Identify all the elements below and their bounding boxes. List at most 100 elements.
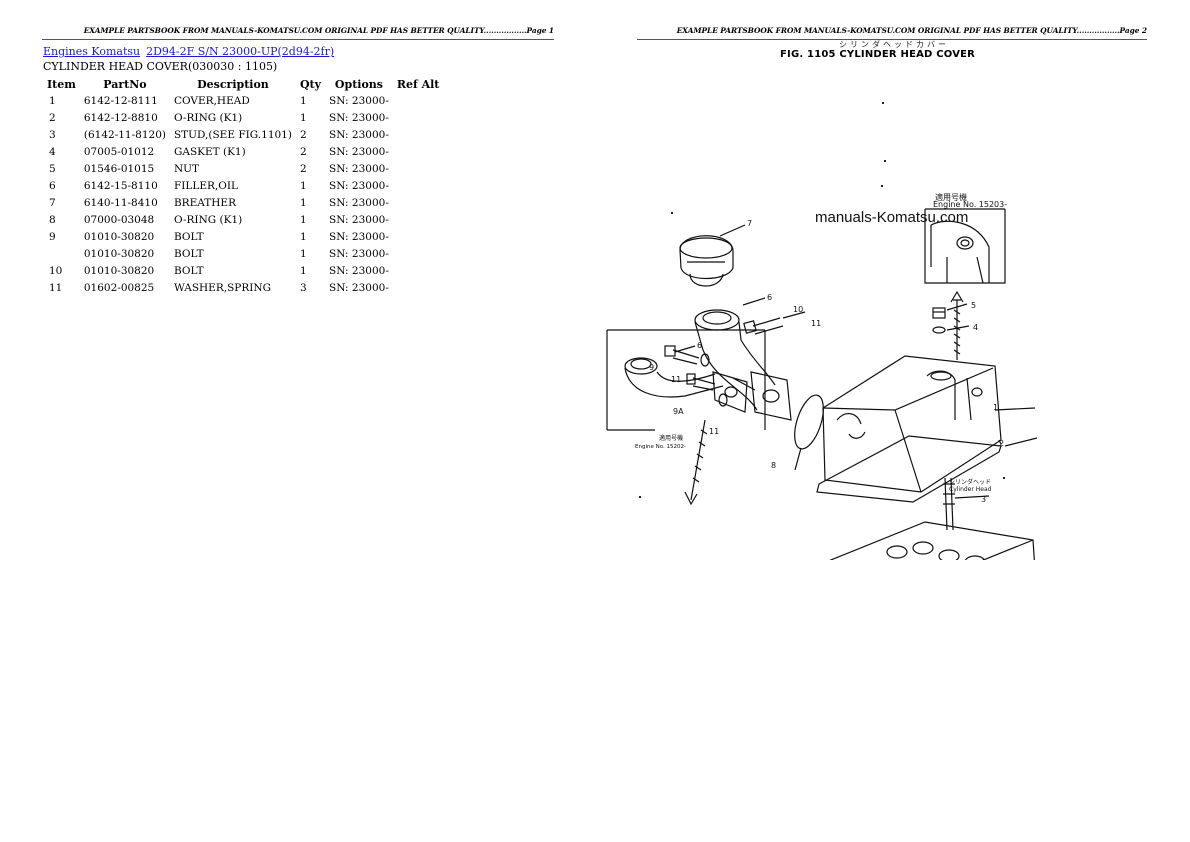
cell-partno: 01010-30820 xyxy=(83,247,155,260)
cell-qty: 1 xyxy=(299,264,307,277)
washer-11 xyxy=(718,393,728,407)
page-2: EXAMPLE PARTSBOOK FROM MANUALS-KOMATSU.C… xyxy=(595,0,1190,842)
cell-ref-alt xyxy=(393,126,444,143)
table-row: 1 6142-12-8111 COVER,HEAD 1 SN: 23000- xyxy=(43,92,443,109)
cell-ref-alt xyxy=(393,262,444,279)
callout-7: 7 xyxy=(747,219,752,228)
callout-9a: 9A xyxy=(673,407,684,416)
gasket-4 xyxy=(932,326,946,334)
table-row: 9 01010-30820 BOLT 1 SN: 23000- xyxy=(43,228,443,245)
cell-description: COVER,HEAD xyxy=(173,94,250,107)
cell-qty: 1 xyxy=(299,247,307,260)
figure-title-kana: シリンダヘッドカバー xyxy=(839,40,949,49)
cell-item: 7 xyxy=(49,196,56,209)
cell-options: SN: 23000- xyxy=(329,111,389,124)
cell-ref-alt xyxy=(393,245,444,262)
bolt-10 xyxy=(743,311,806,335)
cell-description: BOLT xyxy=(173,230,204,243)
cell-qty: 1 xyxy=(299,94,307,107)
cell-item: 3 xyxy=(49,128,56,141)
column-header-item: Item xyxy=(47,77,76,91)
cell-partno: 6142-12-8810 xyxy=(83,111,158,124)
cell-description: BREATHER xyxy=(173,196,236,209)
cell-description: STUD,(SEE FIG.1101) xyxy=(173,128,292,141)
page-1: EXAMPLE PARTSBOOK FROM MANUALS-KOMATSU.C… xyxy=(42,26,554,296)
cell-options: SN: 23000- xyxy=(329,145,389,158)
cell-ref-alt xyxy=(393,143,444,160)
cell-description: O-RING (K1) xyxy=(173,213,243,226)
leader-7 xyxy=(719,224,746,237)
table-row: 6 6142-15-8110 FILLER,OIL 1 SN: 23000- xyxy=(43,177,443,194)
breadcrumb-link-engines[interactable]: Engines Komatsu xyxy=(43,45,141,58)
stud-arrow-up xyxy=(950,290,964,360)
table-header-row: Item PartNo Description Qty Options Ref … xyxy=(43,76,443,92)
table-row: 5 01546-01015 NUT 2 SN: 23000- xyxy=(43,160,443,177)
column-header-partno: PartNo xyxy=(103,77,147,91)
cell-partno: 01602-00825 xyxy=(83,281,155,294)
cell-description: FILLER,OIL xyxy=(173,179,238,192)
parts-table: Item PartNo Description Qty Options Ref … xyxy=(43,76,443,296)
column-header-qty: Qty xyxy=(299,77,322,91)
cell-partno: 07005-01012 xyxy=(83,145,155,158)
exploded-parts-diagram: 適用号機 Engine No. 15203- xyxy=(606,102,1038,560)
leader-6 xyxy=(742,297,766,306)
callout-4: 4 xyxy=(973,323,978,332)
callout-2: 2 xyxy=(999,439,1004,448)
cell-item: 5 xyxy=(49,162,56,175)
cell-description: BOLT xyxy=(173,264,204,277)
cell-qty: 2 xyxy=(299,128,307,141)
callout-1: 1 xyxy=(993,403,998,412)
leader-8 xyxy=(794,447,802,471)
callout-11: 11 xyxy=(811,319,821,328)
cell-options: SN: 23000- xyxy=(329,230,389,243)
cell-qty: 3 xyxy=(299,281,307,294)
breadcrumb-link-model[interactable]: 2D94-2F S/N 23000-UP(2d94-2fr) xyxy=(146,45,335,58)
cell-item: 6 xyxy=(49,179,56,192)
cell-options: SN: 23000- xyxy=(329,128,389,141)
cell-options: SN: 23000- xyxy=(329,162,389,175)
cell-ref-alt xyxy=(393,211,444,228)
inset-bottom-label-jp: 適用号機 xyxy=(659,434,683,442)
stud-3 xyxy=(943,477,955,531)
callout-10: 10 xyxy=(793,305,803,314)
cell-item xyxy=(43,245,80,262)
cell-partno: 6142-12-8111 xyxy=(83,94,158,107)
inset-bottom xyxy=(606,329,766,431)
cell-ref-alt xyxy=(393,177,444,194)
cell-ref-alt xyxy=(393,109,444,126)
cell-item: 4 xyxy=(49,145,56,158)
cell-qty: 2 xyxy=(299,162,307,175)
cell-partno: 01010-30820 xyxy=(83,264,155,277)
cell-item: 11 xyxy=(49,281,63,294)
cell-description: BOLT xyxy=(173,247,204,260)
page-banner: EXAMPLE PARTSBOOK FROM MANUALS-KOMATSU.C… xyxy=(637,26,1147,40)
scan-specks xyxy=(639,102,1005,498)
callout-8: 8 xyxy=(771,461,776,470)
callout-11: 11 xyxy=(709,427,719,436)
cell-ref-alt xyxy=(393,92,444,109)
inset-top xyxy=(924,208,1006,284)
cylinder-head-label-en: Cylinder Head xyxy=(949,486,992,493)
section-title: CYLINDER HEAD COVER(030030 : 1105) xyxy=(43,60,278,73)
breadcrumb: Engines Komatsu 2D94-2F S/N 23000-UP(2d94… xyxy=(43,45,334,58)
cell-description: WASHER,SPRING xyxy=(173,281,271,294)
cell-partno: 6140-11-8410 xyxy=(83,196,158,209)
cell-qty: 1 xyxy=(299,230,307,243)
callout-6: 6 xyxy=(767,293,772,302)
cell-item: 9 xyxy=(49,230,56,243)
bolt-9 xyxy=(664,345,710,367)
figure-title: FIG. 1105 CYLINDER HEAD COVER xyxy=(780,49,976,60)
oil-filler-pipe xyxy=(694,309,792,421)
cell-options: SN: 23000- xyxy=(329,264,389,277)
cell-options: SN: 23000- xyxy=(329,281,389,294)
cell-options: SN: 23000- xyxy=(329,247,389,260)
cell-options: SN: 23000- xyxy=(329,196,389,209)
table-row: 3 (6142-11-8120) STUD,(SEE FIG.1101) 2 S… xyxy=(43,126,443,143)
cell-item: 2 xyxy=(49,111,56,124)
cell-item: 10 xyxy=(49,264,63,277)
callout-5: 5 xyxy=(971,301,976,310)
cylinder-head-label-jp: シリンダヘッド xyxy=(949,478,991,486)
table-row: 8 07000-03048 O-RING (K1) 1 SN: 23000- xyxy=(43,211,443,228)
cell-item: 8 xyxy=(49,213,56,226)
leader-2 xyxy=(998,437,1038,447)
